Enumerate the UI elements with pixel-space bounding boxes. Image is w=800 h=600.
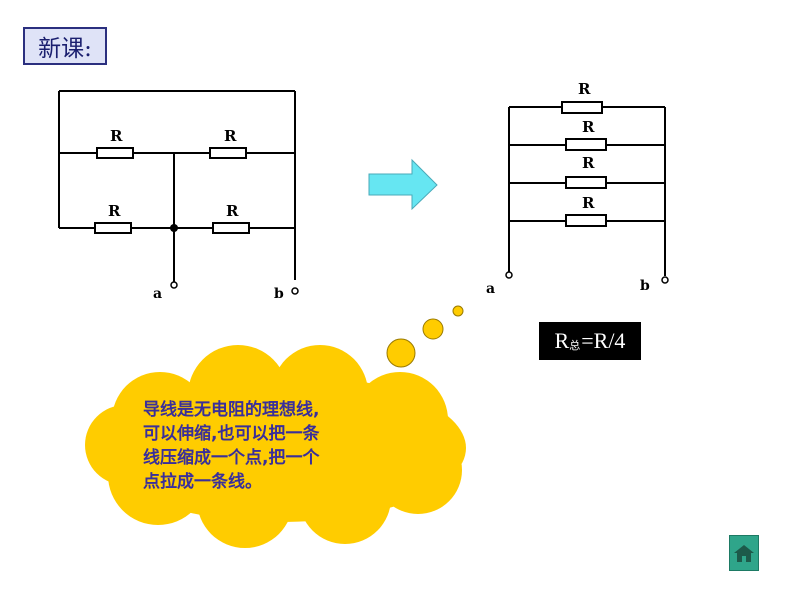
right-arrow-icon [368,158,438,211]
resistor-label: R [578,80,591,98]
resistor [561,101,603,114]
home-icon [734,545,754,562]
thought-cloud-text: 导线是无电阻的理想线, 可以伸缩,也可以把一条 线压缩成一个点,把一个 点拉成一… [143,398,393,494]
terminal-a-label: a [486,281,495,297]
left-resistors [94,147,250,234]
terminal-a [170,281,178,289]
formula-subscript: 总 [569,340,581,352]
formula-main: R [554,328,570,353]
cloud-line: 导线是无电阻的理想线, [143,400,320,420]
thought-bubble [386,338,416,368]
resistor [212,222,250,234]
home-button[interactable] [729,535,759,571]
resistor-label: R [110,127,123,145]
terminal-b-label: b [274,286,284,302]
thought-cloud [85,305,466,548]
resistor-label: R [582,118,595,136]
cloud-line: 线压缩成一个点,把一个 [143,448,320,468]
thought-bubble [422,318,444,340]
cloud-line: 可以伸缩,也可以把一条 [143,424,320,444]
terminal-b-label: b [640,278,650,294]
right-resistors [561,101,607,227]
resistor [565,176,607,189]
resistor-label: R [582,194,595,212]
resistor [94,222,132,234]
resistor [565,138,607,151]
total-resistance-formula: R 总 =R/4 [539,322,641,360]
resistor-label: R [224,127,237,145]
terminal-b [291,287,299,295]
terminal-b [661,276,669,284]
resistor [209,147,247,159]
resistor-label: R [108,202,121,220]
junction-node [170,224,178,232]
resistor [565,214,607,227]
resistor-label: R [582,154,595,172]
left-circuit [58,90,296,282]
resistor-label: R [226,202,239,220]
right-circuit [508,106,666,276]
cloud-line: 点拉成一条线。 [143,472,262,492]
terminal-a [505,271,513,279]
section-label: 新课: [23,27,107,65]
formula-rest: =R/4 [581,328,626,353]
terminal-a-label: a [153,286,162,302]
thought-bubble [452,305,464,317]
resistor [96,147,134,159]
